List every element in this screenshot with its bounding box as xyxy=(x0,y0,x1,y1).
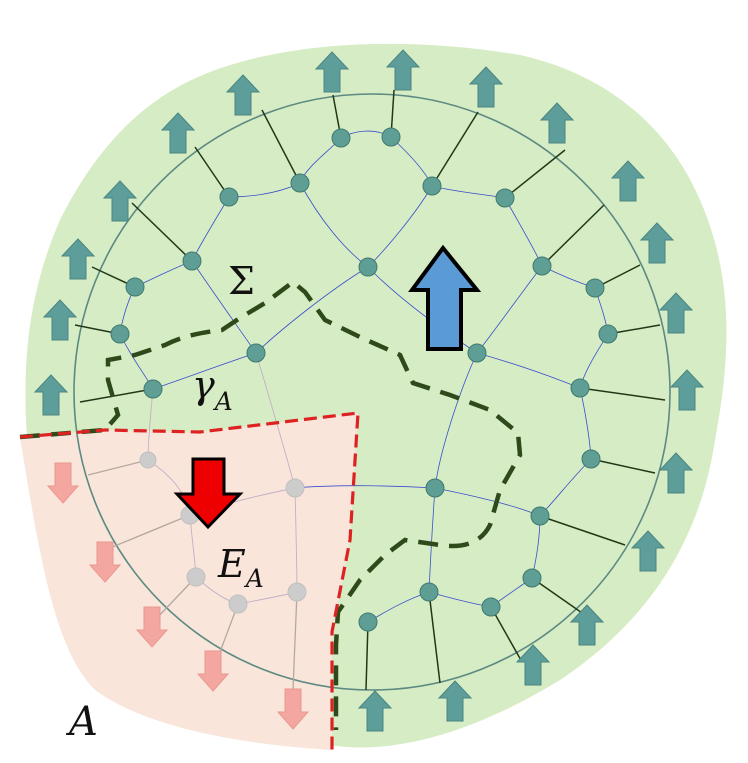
network-legs-faded xyxy=(87,459,298,691)
gamma-label: γA xyxy=(192,363,233,416)
energy-label: EA xyxy=(217,542,264,593)
region-a-label: A xyxy=(65,699,98,745)
region-a-down-arrow xyxy=(173,457,244,530)
sigma-label: Σ xyxy=(228,259,255,303)
cut-surface-dashed xyxy=(19,279,523,730)
network-nodes xyxy=(110,127,618,632)
boundary-circle xyxy=(73,93,671,691)
region-a-boundary-dashed xyxy=(19,411,360,750)
network-nodes-faded xyxy=(139,451,307,614)
bulk-up-arrow xyxy=(408,244,482,351)
